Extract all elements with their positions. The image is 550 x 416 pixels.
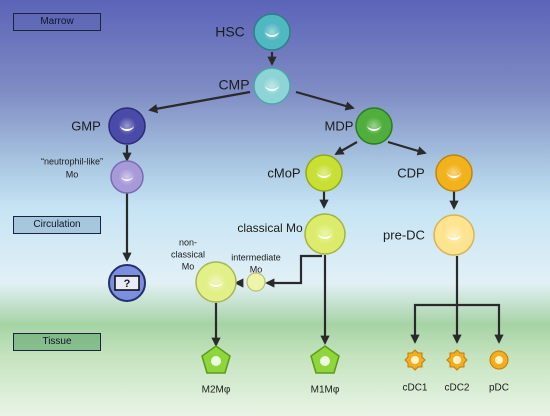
cmp-cell xyxy=(253,67,291,105)
label-intermediate-line1: intermediate xyxy=(231,252,281,262)
mdp-cell xyxy=(355,107,393,145)
label-neutrophil-like-line2: Mo xyxy=(66,169,79,179)
pre-dc-cell xyxy=(433,214,475,256)
nonclassical-mo-cell xyxy=(195,261,237,303)
label-pre-dc: pre-DC xyxy=(383,227,425,242)
intermediate-mo-cell xyxy=(246,272,266,292)
label-mdp: MDP xyxy=(325,118,354,133)
arrow-mdp-cdp xyxy=(387,140,427,156)
cmop-cell xyxy=(305,154,343,192)
label-nonclassical-line3: Mo xyxy=(182,261,195,271)
label-neutrophil-like-line1: “neutrophil-like” xyxy=(41,156,103,166)
label-cdc2: cDC2 xyxy=(444,383,469,394)
arrow-mdp-cmop xyxy=(334,141,358,155)
gmp-cell xyxy=(108,107,146,145)
unknown-fate-cell xyxy=(108,264,146,302)
label-nonclassical-line2: classical xyxy=(171,249,205,259)
label-cdp: CDP xyxy=(397,165,424,180)
cdc2-cell xyxy=(446,349,468,371)
label-cmp: CMP xyxy=(218,77,249,93)
classical-mo-cell xyxy=(304,213,346,255)
question-box xyxy=(114,275,140,291)
lineage-arrows xyxy=(122,52,504,347)
arrow-cmp-gmp xyxy=(148,90,251,114)
label-m2: M2Mφ xyxy=(202,385,231,396)
cdp-cell xyxy=(435,154,473,192)
label-classical-mo: classical Mo xyxy=(237,221,303,235)
pdc-cell xyxy=(489,350,509,370)
zone-label-circulation: Circulation xyxy=(13,216,101,234)
label-hsc: HSC xyxy=(215,24,245,40)
arrow-cmp-mdp xyxy=(295,90,355,111)
label-nonclassical-line1: non- xyxy=(179,237,197,247)
unknown-question-mark: ? xyxy=(124,278,131,290)
m2-macrophage-cell xyxy=(201,345,231,374)
neutrophil-like-mo-cell xyxy=(110,160,144,194)
label-intermediate-line2: Mo xyxy=(250,264,263,274)
cdc1-cell xyxy=(404,349,426,371)
label-pdc: pDC xyxy=(489,383,509,394)
label-gmp: GMP xyxy=(71,118,101,133)
label-cmop: cMoP xyxy=(267,165,300,180)
zone-label-tissue: Tissue xyxy=(13,333,101,351)
zone-label-marrow: Marrow xyxy=(13,13,101,31)
arrow-classical-intermediate xyxy=(265,254,322,288)
hsc-cell xyxy=(253,13,291,51)
label-cdc1: cDC1 xyxy=(402,383,427,394)
m1-macrophage-cell xyxy=(310,345,340,374)
label-m1: M1Mφ xyxy=(311,385,340,396)
